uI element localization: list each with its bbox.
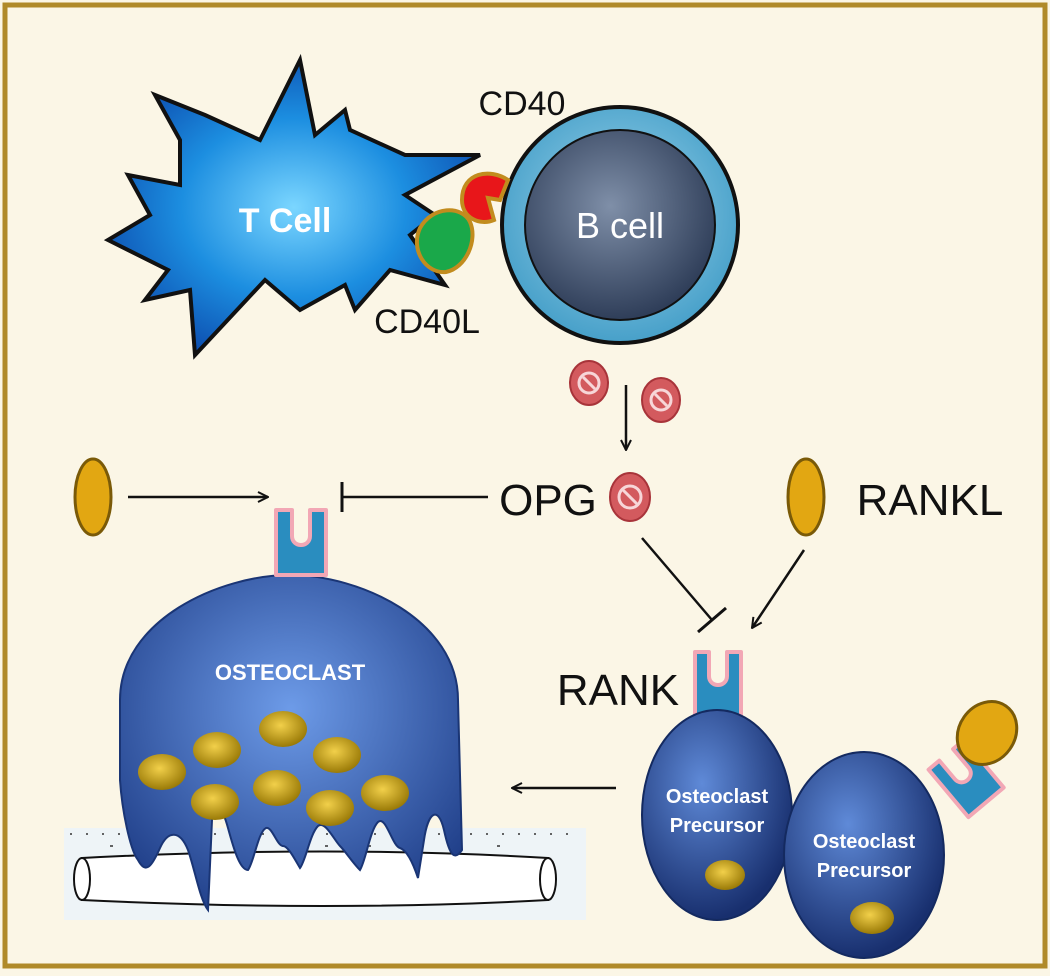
- nucleus-icon: [850, 902, 894, 934]
- rankl-ligand-icon: [73, 457, 113, 537]
- rank-receptor-icon: [274, 508, 328, 577]
- inhibition-line: [641, 537, 713, 621]
- precursor-label-line2: Precursor: [670, 815, 765, 837]
- nucleus-icon: [705, 860, 745, 890]
- precursor-label-line2: Precursor: [817, 860, 912, 882]
- rank-label: RANK: [557, 666, 679, 715]
- b-cell-label: B cell: [576, 205, 664, 246]
- cd40-receptor-icon: [459, 171, 511, 224]
- rankl-ligand-icon: [955, 700, 1019, 766]
- precursor-label-line1: Osteoclast: [813, 831, 916, 853]
- cd40-label: CD40: [479, 85, 566, 123]
- osteoclast: OSTEOCLAST: [119, 573, 464, 913]
- rankl-label: RANKL: [857, 476, 1004, 525]
- nucleus-icon: [193, 732, 241, 768]
- osteoclast-precursor: Osteoclast Precursor: [783, 700, 1019, 959]
- rankl-ligand-icon: [786, 457, 826, 537]
- nucleus-icon: [306, 790, 354, 826]
- nucleus-icon: [138, 754, 186, 790]
- osteoclast-label: OSTEOCLAST: [215, 660, 366, 685]
- nucleus-icon: [361, 775, 409, 811]
- opg-molecule-icon: [641, 377, 681, 423]
- rank-receptor-icon: [693, 650, 743, 720]
- opg-molecule-icon: [609, 472, 651, 522]
- t-cell: T Cell: [103, 53, 481, 360]
- osteoclast-precursor: Osteoclast Precursor: [641, 650, 793, 921]
- nucleus-icon: [313, 737, 361, 773]
- precursor-label-line1: Osteoclast: [666, 786, 769, 808]
- cd40l-ligand-icon: [414, 208, 475, 275]
- arrow-icon: [752, 549, 806, 628]
- opg-label: OPG: [499, 476, 597, 525]
- nucleus-icon: [191, 784, 239, 820]
- nucleus-icon: [259, 711, 307, 747]
- cd40l-label: CD40L: [374, 303, 480, 341]
- nucleus-icon: [253, 770, 301, 806]
- t-cell-label: T Cell: [239, 202, 332, 240]
- b-cell: B cell: [500, 105, 740, 345]
- opg-molecule-icon: [569, 360, 609, 406]
- inhibition-bar-icon: [697, 606, 727, 634]
